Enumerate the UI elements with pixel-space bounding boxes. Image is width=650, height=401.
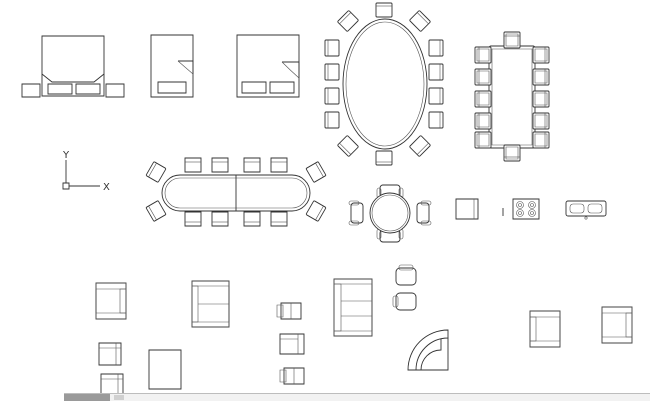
small-chair-2[interactable] [280, 334, 304, 354]
oval-dining-table[interactable] [343, 19, 427, 149]
coffee-table[interactable] [149, 350, 181, 389]
round-table-chair-right [417, 201, 431, 225]
armchair-left[interactable] [95, 282, 127, 320]
armchair-right-2[interactable] [601, 306, 633, 344]
double-sink[interactable] [566, 201, 606, 219]
refrigerator-block[interactable] [456, 199, 478, 219]
three-seat-sofa[interactable] [334, 279, 372, 336]
small-chair-1[interactable] [277, 303, 301, 319]
ucs-axis-icon: Y X [62, 150, 110, 193]
layout-tab[interactable] [114, 395, 124, 400]
stool-top[interactable] [396, 265, 416, 285]
double-bed[interactable] [237, 35, 299, 97]
loveseat[interactable] [192, 281, 229, 327]
single-bed[interactable] [151, 35, 193, 97]
double-bed-with-nightstands[interactable] [22, 36, 124, 97]
status-bar [64, 393, 650, 401]
rectangular-dining-table[interactable] [474, 31, 550, 162]
round-table-chair-left [349, 201, 363, 225]
racetrack-conference-table[interactable] [162, 175, 310, 211]
curved-corner-sofa[interactable] [408, 330, 448, 370]
cooktop-four-burners[interactable] [513, 199, 539, 219]
small-chair-3[interactable] [280, 368, 304, 384]
round-table-with-four-chairs[interactable] [349, 185, 431, 242]
side-chair-1[interactable] [98, 342, 122, 366]
model-tab[interactable] [64, 394, 110, 401]
ucs-x-label: X [103, 182, 110, 193]
armchair-right-1[interactable] [529, 310, 561, 348]
stool-bottom[interactable] [393, 293, 416, 310]
ucs-y-label: Y [62, 150, 70, 161]
